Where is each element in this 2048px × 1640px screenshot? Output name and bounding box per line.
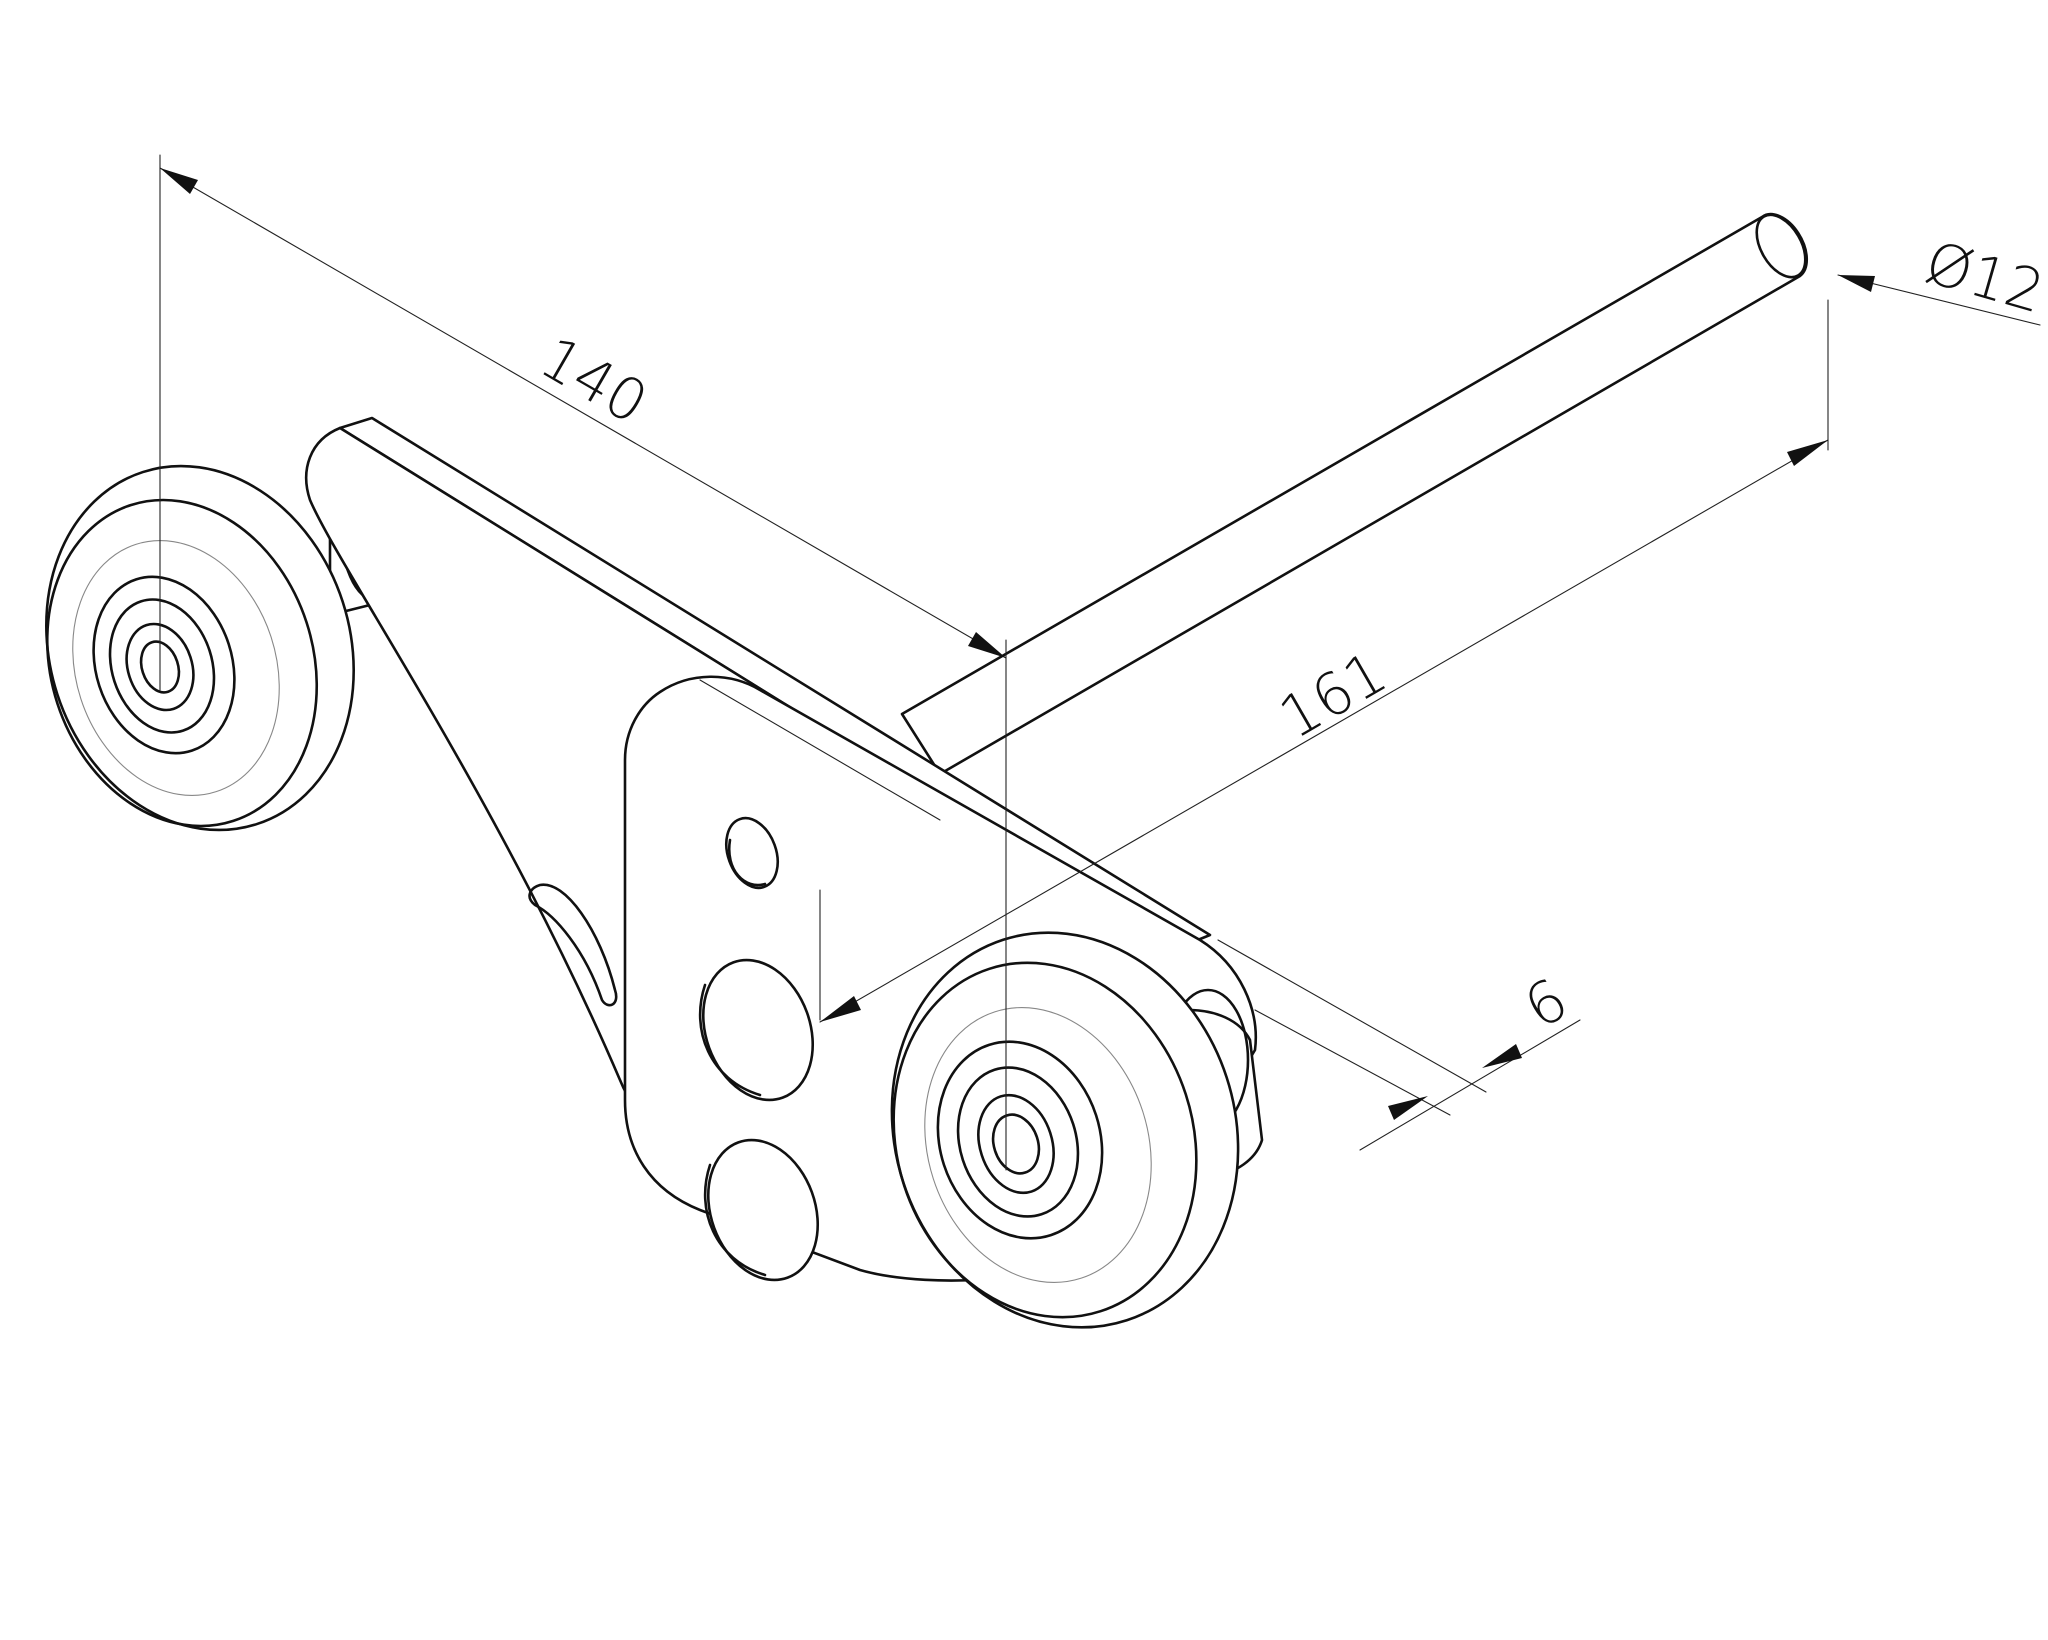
dimension-diameter-label: Ø12 [1918,228,2048,326]
bolt-top [725,816,779,890]
dimension-6: 6 [1217,939,1581,1151]
dimension-6-label: 6 [1513,965,1579,1042]
axle-rod [900,212,1808,776]
dimension-diameter-12: Ø12 [1837,228,2048,326]
dimension-140-label: 140 [529,323,659,437]
left-wheel [45,464,355,832]
bolt-middle [698,958,815,1102]
dimension-161-label: 161 [1268,638,1398,752]
front-wheel [890,931,1240,1329]
bolt-bottom [703,1138,820,1282]
